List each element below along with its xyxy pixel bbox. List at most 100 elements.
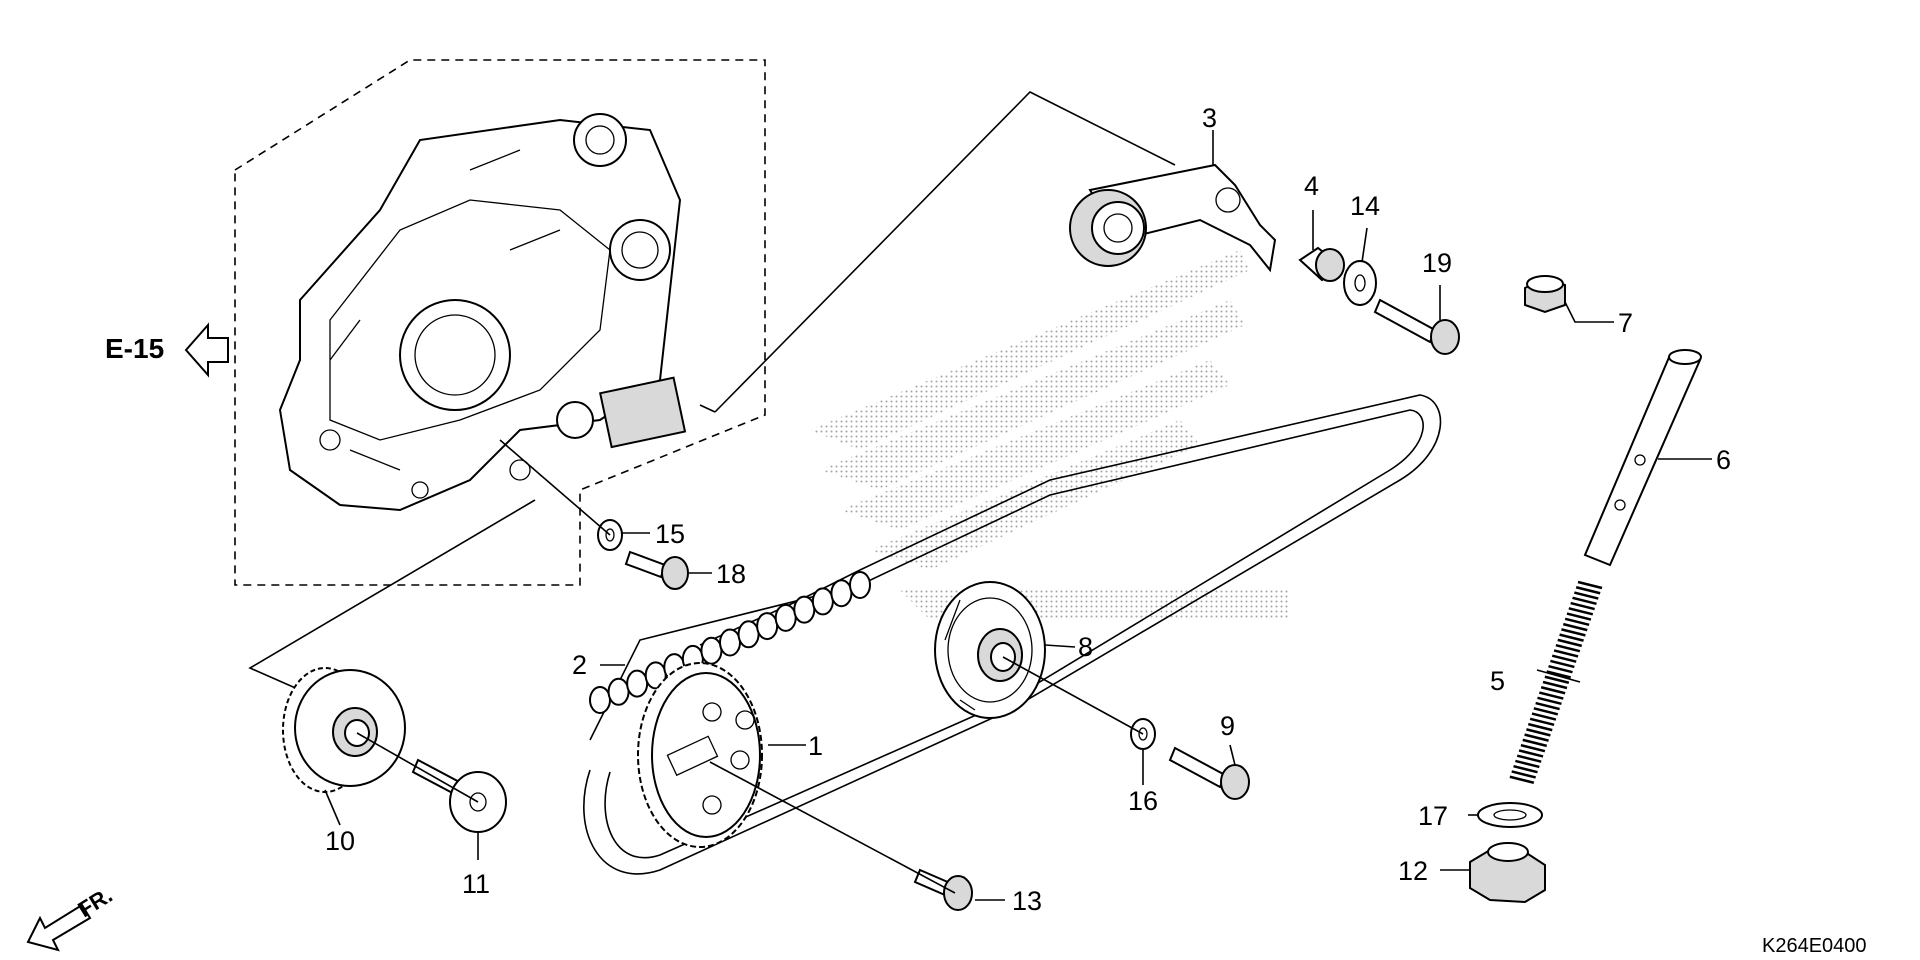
callout-6[interactable]: 6 xyxy=(1716,445,1731,475)
callout-9[interactable]: 9 xyxy=(1220,711,1235,741)
spring-coil xyxy=(1516,754,1542,763)
callout-5[interactable]: 5 xyxy=(1490,666,1505,696)
lifter-tube-part[interactable] xyxy=(1583,349,1702,567)
callout-17[interactable]: 17 xyxy=(1418,801,1448,831)
spring-coil xyxy=(1542,680,1568,690)
callout-4[interactable]: 4 xyxy=(1304,171,1319,201)
spring-coil xyxy=(1568,607,1594,616)
chain-link xyxy=(811,587,834,616)
callout-19[interactable]: 19 xyxy=(1422,248,1452,278)
callout-2[interactable]: 2 xyxy=(572,650,587,680)
spring-coil xyxy=(1515,759,1540,769)
chain-link xyxy=(849,571,871,599)
spring-coil xyxy=(1513,764,1538,774)
spring-coil xyxy=(1559,633,1584,642)
bolt-13-part[interactable] xyxy=(913,868,973,911)
spring-coil xyxy=(1564,617,1590,627)
drive-sprocket-part[interactable] xyxy=(282,667,406,793)
spring-coil xyxy=(1539,691,1564,700)
collar-part[interactable] xyxy=(1298,246,1345,282)
guide-roller-part[interactable] xyxy=(934,581,1046,719)
callout-11[interactable]: 11 xyxy=(462,869,490,899)
watermark-wing-logo xyxy=(810,250,1290,620)
reference-arrow-e15[interactable]: E-15 xyxy=(105,322,229,378)
spring-part[interactable] xyxy=(1509,580,1603,784)
spring-coil xyxy=(1575,586,1601,595)
callout-labels: 1 2 3 4 5 6 7 8 9 10 11 12 13 14 15 16 1… xyxy=(325,103,1731,916)
callout-8[interactable]: 8 xyxy=(1078,632,1093,662)
bolt-11-part[interactable] xyxy=(411,758,507,833)
washer-14-part[interactable] xyxy=(1343,260,1377,306)
callout-18[interactable]: 18 xyxy=(716,559,746,589)
spring-coil xyxy=(1520,743,1546,753)
spring-coil xyxy=(1550,659,1575,669)
leader-lines xyxy=(324,130,1712,901)
crankcase-illustration xyxy=(278,113,687,512)
callout-1[interactable]: 1 xyxy=(808,731,823,761)
callout-10[interactable]: 10 xyxy=(325,826,355,856)
guide-line-frame xyxy=(699,404,716,413)
spring-coil xyxy=(1522,738,1548,748)
spring-coil xyxy=(1546,670,1571,679)
spring-coil xyxy=(1533,707,1559,716)
front-direction-marker: FR. xyxy=(26,882,117,952)
spring-coil xyxy=(1566,612,1592,621)
spring-coil xyxy=(1511,770,1536,779)
spring-coil xyxy=(1553,649,1579,658)
spring-coil xyxy=(1518,749,1544,758)
spring-coil xyxy=(1529,717,1555,727)
cam-sprocket-part[interactable] xyxy=(637,662,763,848)
bolt-18-part[interactable] xyxy=(624,550,689,590)
chain-links xyxy=(589,571,871,714)
spring-coil xyxy=(1527,722,1553,732)
chain-link xyxy=(774,603,797,632)
washer-17-part[interactable] xyxy=(1477,802,1543,828)
spring-coil xyxy=(1524,733,1549,742)
diagram-code: K264E0400 xyxy=(1762,935,1867,957)
crankcase-reference-frame xyxy=(234,59,766,586)
guide-line-upper xyxy=(714,91,1176,413)
spring-coil xyxy=(1531,712,1557,721)
spring-coil xyxy=(1535,701,1560,711)
chain-link xyxy=(700,636,723,665)
spring-coil xyxy=(1551,654,1577,663)
spring-coil xyxy=(1577,580,1603,590)
left-arrow-icon xyxy=(184,322,229,378)
callout-7[interactable]: 7 xyxy=(1618,308,1633,338)
spring-coil xyxy=(1509,775,1535,784)
chain-link xyxy=(626,669,649,698)
spring-coil xyxy=(1570,601,1595,611)
spring-coil xyxy=(1572,596,1597,606)
cap-part[interactable] xyxy=(1524,275,1566,314)
spring-coil xyxy=(1526,728,1551,737)
callout-16[interactable]: 16 xyxy=(1128,786,1158,816)
chain-link xyxy=(719,628,741,657)
callout-15[interactable]: 15 xyxy=(655,519,685,549)
spring-coil xyxy=(1548,664,1573,674)
chain-link xyxy=(607,677,630,706)
spring-coil xyxy=(1555,643,1581,653)
spring-coil xyxy=(1574,591,1599,600)
chain-link xyxy=(793,595,816,624)
plug-bolt-12-part[interactable] xyxy=(1469,842,1546,904)
bolt-9-part[interactable] xyxy=(1168,746,1250,800)
chain-link xyxy=(737,620,760,649)
spring-coil xyxy=(1540,686,1566,695)
spring-coil xyxy=(1537,696,1562,706)
reference-label: E-15 xyxy=(105,333,164,364)
front-arrow-icon xyxy=(26,903,92,952)
callout-12[interactable]: 12 xyxy=(1398,856,1428,886)
chain-link xyxy=(589,686,611,714)
spring-coil xyxy=(1562,622,1588,632)
callout-13[interactable]: 13 xyxy=(1012,886,1042,916)
tensioner-arm-part[interactable] xyxy=(1069,163,1277,273)
bolt-19-part[interactable] xyxy=(1373,298,1460,355)
callout-3[interactable]: 3 xyxy=(1202,103,1217,133)
chain-link xyxy=(756,612,779,641)
guide-line-lower xyxy=(248,499,536,691)
spring-coil xyxy=(1561,628,1586,637)
chain-link xyxy=(830,579,853,608)
spring-coil xyxy=(1557,638,1583,648)
callout-14[interactable]: 14 xyxy=(1350,191,1380,221)
